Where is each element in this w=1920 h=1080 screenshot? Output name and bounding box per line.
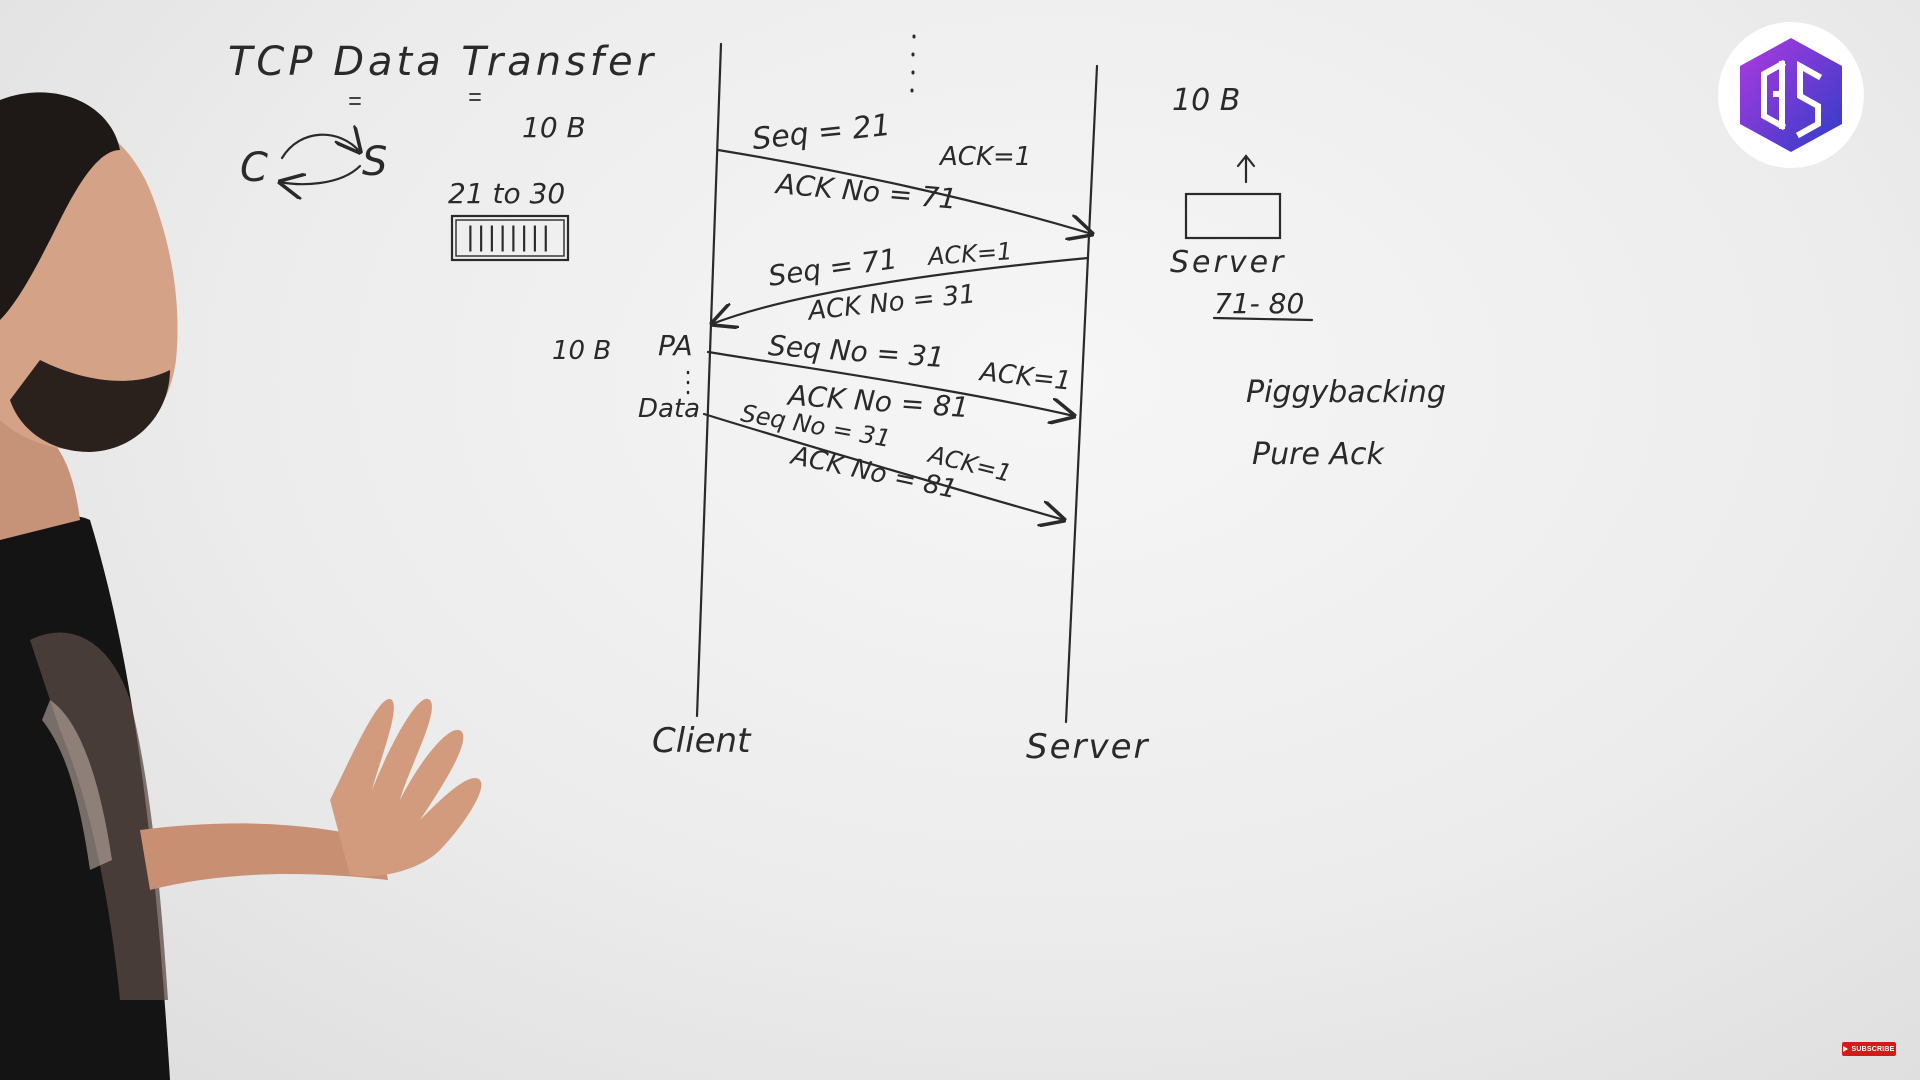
pa-label: PA [658, 329, 693, 362]
gs-logo-icon [1718, 22, 1864, 168]
client-label: Client [652, 721, 751, 761]
term-pure-ack: Pure Ack [1252, 437, 1384, 472]
client-short-label: C [240, 145, 268, 191]
title: TCP Data Transfer [228, 39, 658, 85]
play-icon [1843, 1046, 1849, 1052]
title-underline-marks [349, 93, 481, 105]
presenter-figure [0, 92, 482, 1080]
buffer-box [450, 214, 570, 262]
arrow-3 [706, 350, 1074, 416]
channel-logo[interactable] [1716, 20, 1866, 170]
server-short-label: S [362, 139, 388, 185]
data-label: Data [638, 394, 701, 424]
server-box [1184, 192, 1282, 240]
client-timeline [695, 42, 723, 718]
arrow-1-ack: ACK=1 [940, 142, 1032, 172]
server-label: Server [1026, 727, 1150, 767]
arrow-2-ack: ACK=1 [927, 237, 1014, 271]
subscribe-label: SUBSCRIBE [1851, 1045, 1895, 1053]
range-underline [1212, 316, 1314, 322]
top-ellipsis-dots [910, 34, 916, 93]
server-timeline [1064, 64, 1099, 724]
server-range-label: 71- 80 [1214, 287, 1305, 320]
server-box-label: Server [1170, 245, 1287, 280]
subscribe-button[interactable]: SUBSCRIBE [1842, 1042, 1896, 1056]
term-piggybacking: Piggybacking [1246, 375, 1446, 410]
right-size-label: 10 B [1172, 83, 1241, 118]
arrow-1 [716, 148, 1092, 234]
cs-arrow-top [280, 135, 360, 160]
arrow-4 [702, 412, 1064, 520]
arrow-2 [712, 256, 1090, 324]
byte-range-label: 21 to 30 [448, 177, 566, 210]
cs-arrow-bottom [280, 164, 362, 184]
size-top-label: 10 B [522, 111, 586, 144]
buffer-marks: |||||||| [466, 222, 553, 252]
size-mid-label: 10 B [552, 336, 612, 366]
